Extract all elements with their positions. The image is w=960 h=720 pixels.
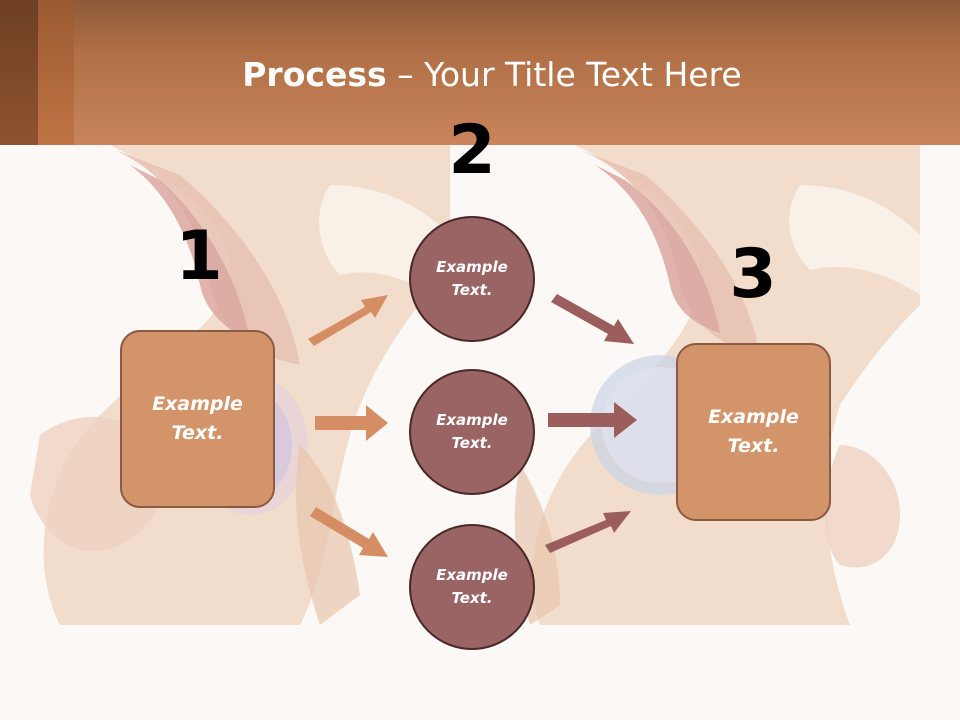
example-text-circle-bottom[interactable]: Example Text. bbox=[409, 524, 535, 650]
slide-title[interactable]: Process – Your Title Text Here bbox=[0, 54, 960, 96]
example-text-box-left[interactable]: Example Text. bbox=[120, 330, 275, 508]
arrow-top-circle-to-box bbox=[551, 294, 634, 344]
title-bold-part: Process bbox=[242, 55, 387, 94]
step-number-3: 3 bbox=[729, 235, 777, 314]
arrow-middle-circle-to-box bbox=[548, 402, 637, 438]
banner-accent-light bbox=[38, 0, 74, 145]
step-number-2: 2 bbox=[448, 111, 496, 190]
title-rest-part: – Your Title Text Here bbox=[386, 55, 742, 94]
banner-accent-dark bbox=[0, 0, 38, 145]
title-banner bbox=[0, 0, 960, 145]
arrow-box-to-top-circle bbox=[308, 295, 388, 346]
arrow-bottom-circle-to-box bbox=[545, 511, 631, 553]
example-text-circle-middle[interactable]: Example Text. bbox=[409, 369, 535, 495]
arrow-box-to-bottom-circle bbox=[310, 507, 388, 557]
arrow-box-to-middle-circle bbox=[315, 405, 388, 441]
step-number-1: 1 bbox=[175, 217, 223, 296]
example-text-circle-top[interactable]: Example Text. bbox=[409, 216, 535, 342]
example-text-box-right[interactable]: Example Text. bbox=[676, 343, 831, 521]
